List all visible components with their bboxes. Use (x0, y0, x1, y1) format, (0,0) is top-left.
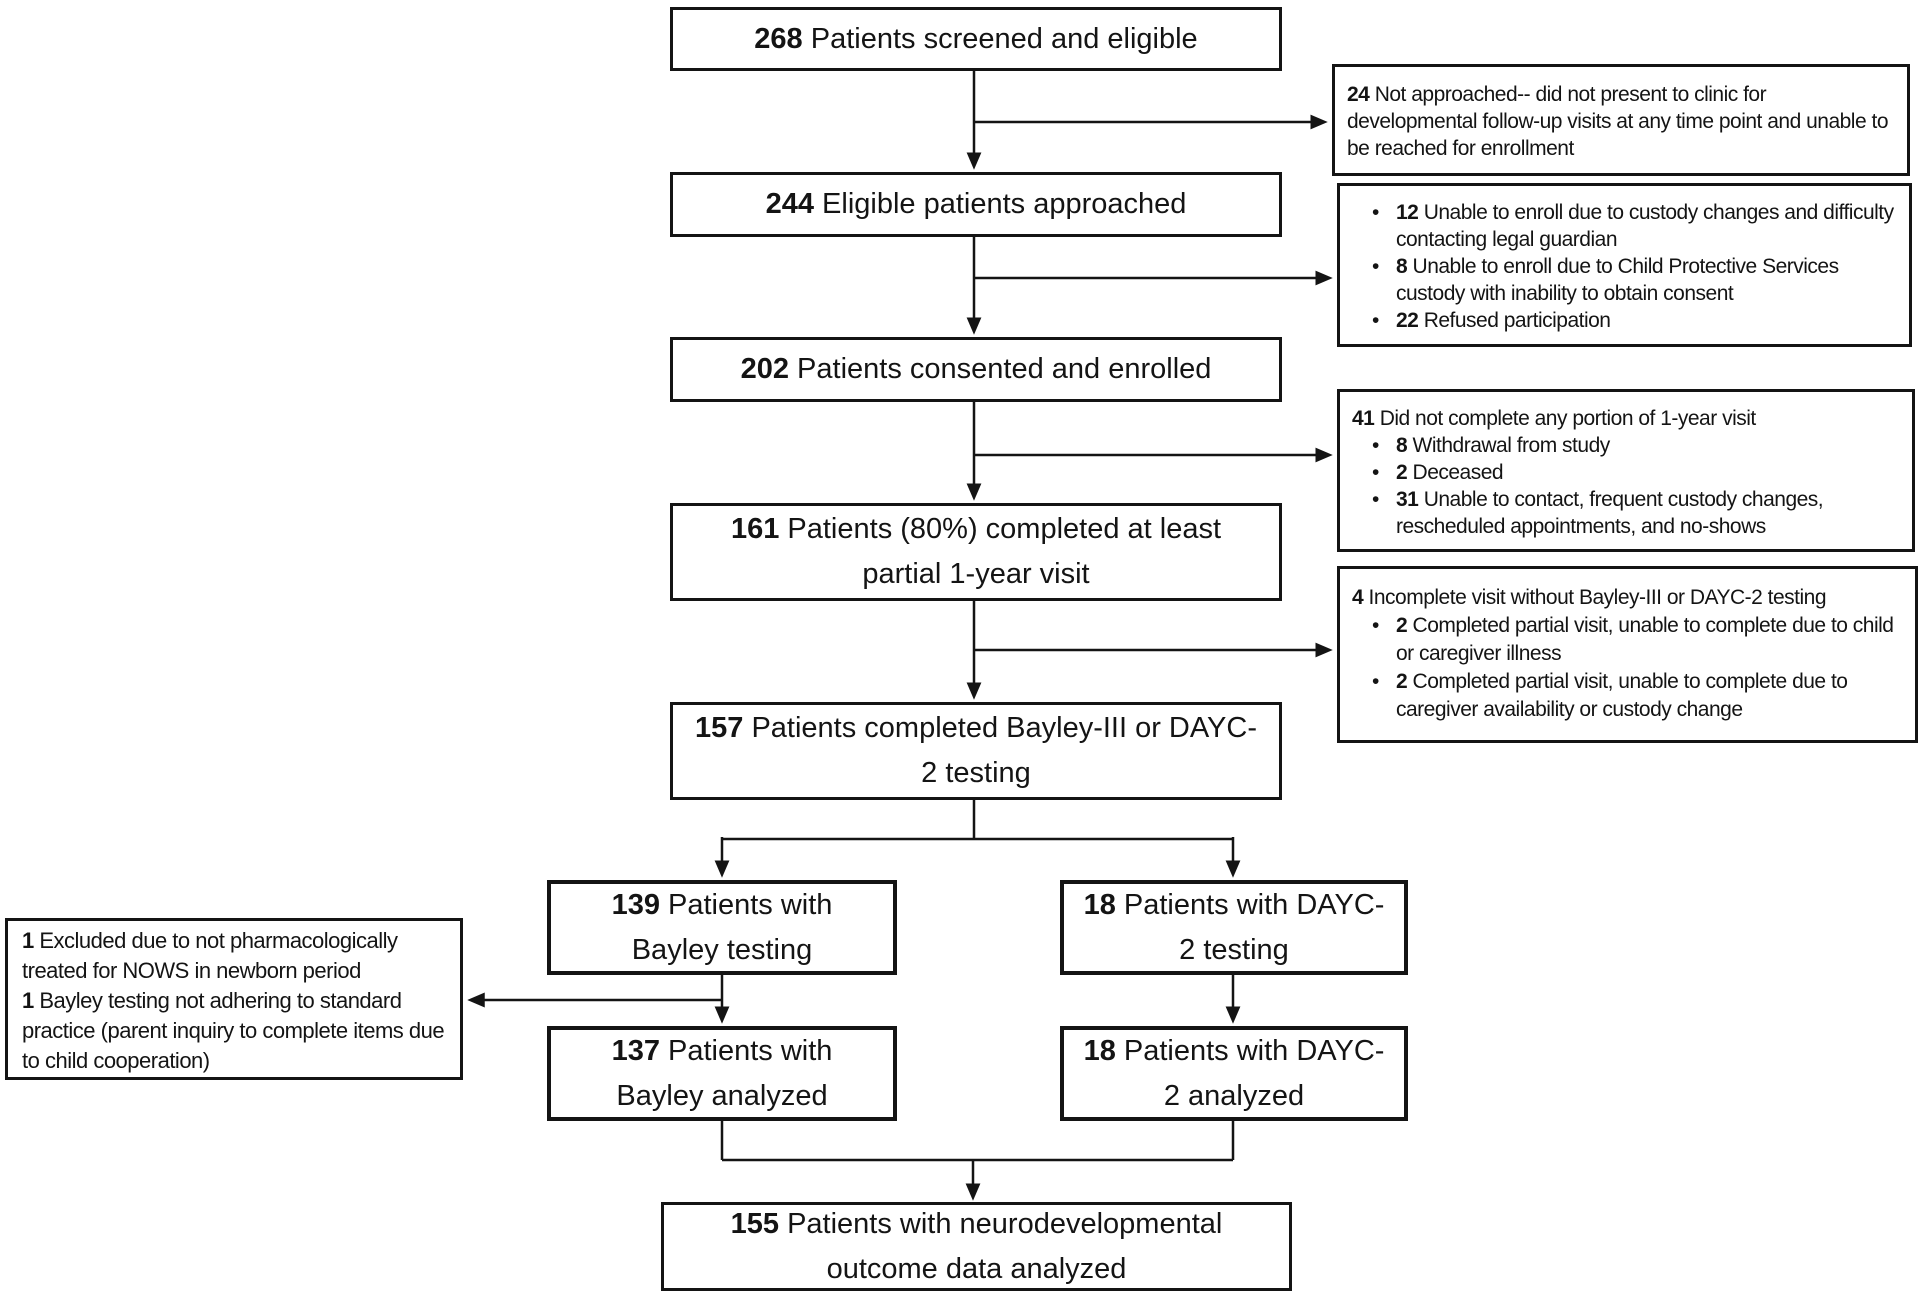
box-dayc-analyzed: 18 Patients with DAYC-2 analyzed (1060, 1026, 1408, 1121)
box-one-year-visit-label: 161 Patients (80%) completed at least pa… (730, 513, 1222, 590)
not-enrolled-list: 12 Unable to enroll due to custody chang… (1352, 199, 1897, 334)
incomplete-visit-list: 2 Completed partial visit, unable to com… (1352, 612, 1903, 724)
not-approached-text: 24 Not approached-- did not present to c… (1347, 83, 1889, 160)
no-one-year-item: 2 Deceased (1366, 459, 1900, 486)
not-enrolled-item: 8 Unable to enroll due to Child Protecti… (1366, 253, 1897, 307)
incomplete-visit-header: 4 Incomplete visit without Bayley-III or… (1352, 586, 1827, 609)
box-dayc-testing-label: 18 Patients with DAYC-2 testing (1083, 888, 1385, 966)
box-dayc-testing: 18 Patients with DAYC-2 testing (1060, 880, 1408, 975)
box-enrolled: 202 Patients consented and enrolled (670, 337, 1282, 402)
box-bayley-analyzed-label: 137 Patients with Bayley analyzed (611, 1034, 833, 1112)
no-one-year-item: 8 Withdrawal from study (1366, 432, 1900, 459)
box-final-analyzed-label: 155 Patients with neurodevelopmental out… (730, 1207, 1223, 1285)
no-one-year-header: 41 Did not complete any portion of 1-yea… (1352, 407, 1756, 430)
not-enrolled-item: 12 Unable to enroll due to custody chang… (1366, 199, 1897, 253)
not-enrolled-item: 22 Refused participation (1366, 307, 1897, 334)
box-approached: 244 Eligible patients approached (670, 172, 1282, 237)
bayley-excluded-item: 1 Bayley testing not adhering to standar… (22, 988, 445, 1073)
box-approached-label: 244 Eligible patients approached (765, 188, 1187, 220)
box-screened: 268 Patients screened and eligible (670, 7, 1282, 71)
box-tested: 157 Patients completed Bayley-III or DAY… (670, 702, 1282, 800)
bayley-excluded-item: 1 Excluded due to not pharmacologically … (22, 928, 398, 983)
box-dayc-analyzed-label: 18 Patients with DAYC-2 analyzed (1083, 1034, 1385, 1112)
box-screened-label: 268 Patients screened and eligible (754, 22, 1198, 55)
box-tested-label: 157 Patients completed Bayley-III or DAY… (695, 712, 1257, 789)
no-one-year-list: 8 Withdrawal from study 2 Deceased 31 Un… (1352, 432, 1900, 540)
box-bayley-analyzed: 137 Patients with Bayley analyzed (547, 1026, 897, 1121)
box-final-analyzed: 155 Patients with neurodevelopmental out… (661, 1202, 1292, 1291)
box-enrolled-label: 202 Patients consented and enrolled (740, 353, 1212, 385)
box-bayley-excluded: 1 Excluded due to not pharmacologically … (5, 918, 463, 1080)
incomplete-visit-item: 2 Completed partial visit, unable to com… (1366, 612, 1903, 668)
box-incomplete-visit: 4 Incomplete visit without Bayley-III or… (1337, 566, 1918, 743)
box-bayley-testing: 139 Patients with Bayley testing (547, 880, 897, 975)
no-one-year-item: 31 Unable to contact, frequent custody c… (1366, 486, 1900, 540)
box-no-one-year-visit: 41 Did not complete any portion of 1-yea… (1337, 389, 1915, 552)
box-not-enrolled: 12 Unable to enroll due to custody chang… (1337, 183, 1912, 347)
box-not-approached: 24 Not approached-- did not present to c… (1332, 64, 1910, 176)
incomplete-visit-item: 2 Completed partial visit, unable to com… (1366, 668, 1903, 724)
box-bayley-testing-label: 139 Patients with Bayley testing (611, 888, 833, 966)
box-one-year-visit: 161 Patients (80%) completed at least pa… (670, 503, 1282, 601)
